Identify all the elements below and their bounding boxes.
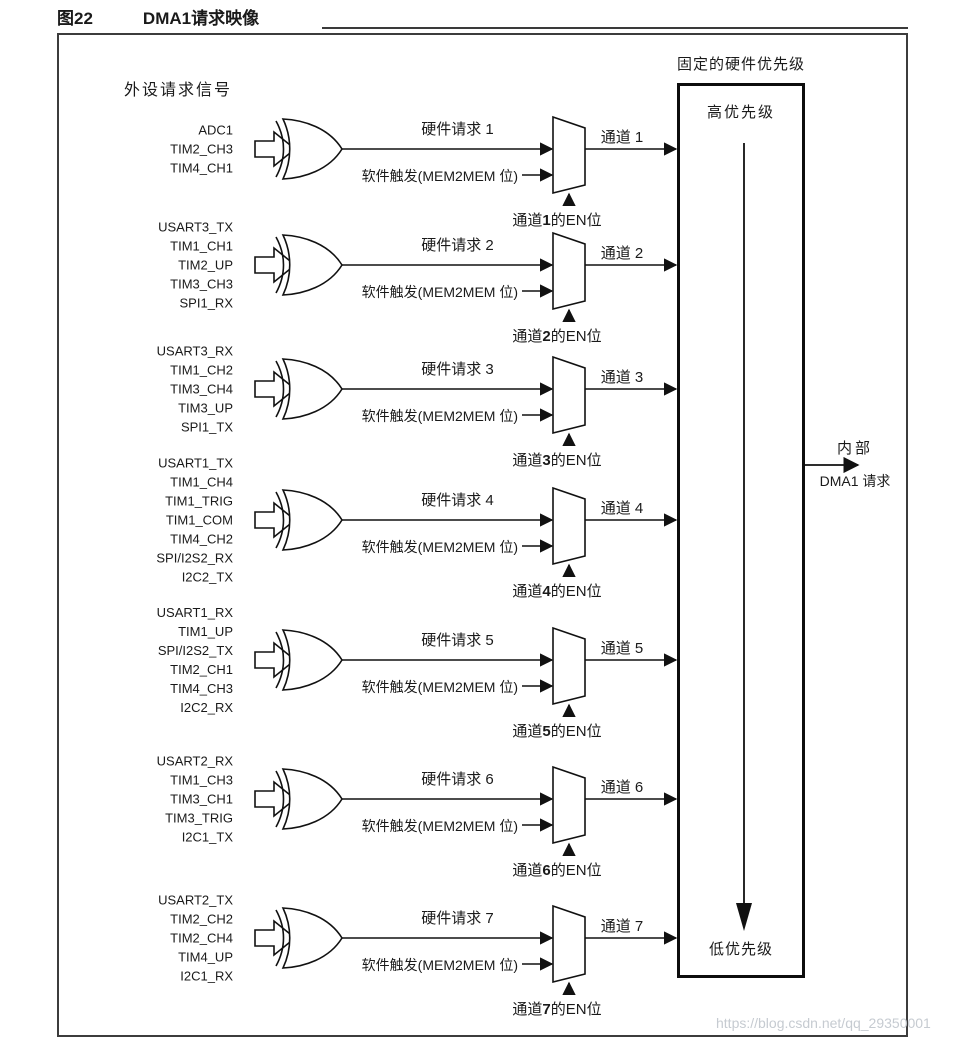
signal-label: TIM2_CH1 [170, 662, 233, 677]
signal-label: TIM1_CH2 [170, 362, 233, 378]
signal-label: TIM1_CH3 [170, 772, 233, 788]
sw-trigger-label: 软件触发(MEM2MEM 位) [361, 679, 518, 695]
signal-label: TIM3_UP [178, 400, 233, 416]
sw-trigger-label: 软件触发(MEM2MEM 位) [361, 168, 518, 184]
sw-trigger-label: 软件触发(MEM2MEM 位) [361, 957, 518, 973]
sw-trigger-label: 软件触发(MEM2MEM 位) [361, 539, 518, 555]
signal-label: I2C1_TX [181, 829, 233, 845]
signal-label: TIM4_UP [178, 949, 233, 965]
signal-label: USART1_TX [158, 455, 233, 471]
en-bit-label: 通道2的EN位 [512, 328, 602, 345]
signal-label: TIM3_CH4 [170, 381, 233, 397]
dma1-request-label: DMA1 请求 [819, 473, 891, 489]
signal-label: TIM4_CH3 [170, 681, 233, 696]
hw-request-label: 硬件请求 4 [421, 492, 494, 509]
signal-label: TIM4_CH2 [170, 531, 233, 547]
peripheral-signals-header: 外设请求信号 [124, 82, 233, 99]
hw-request-label: 硬件请求 2 [421, 237, 494, 254]
signal-label: I2C2_RX [180, 700, 233, 715]
signal-label: USART3_TX [158, 219, 233, 235]
channel-output-label: 通道 1 [600, 129, 644, 146]
sw-trigger-label: 软件触发(MEM2MEM 位) [361, 408, 518, 424]
channel-output-label: 通道 6 [600, 779, 644, 796]
channel-output-label: 通道 4 [600, 500, 644, 517]
watermark-text: https://blog.csdn.net/qq_29350001 [716, 1015, 931, 1031]
signal-label: TIM2_UP [178, 257, 233, 273]
signal-list: USART2_RX TIM1_CH3 TIM3_CH1 TIM3_TRIG I2… [90, 752, 233, 847]
signal-label: SPI/I2S2_TX [157, 643, 233, 658]
signal-label: TIM1_COM [165, 512, 233, 528]
channel-output-label: 通道 5 [600, 640, 644, 657]
signal-list: USART1_RX TIM1_UP SPI/I2S2_TX TIM2_CH1 T… [90, 603, 233, 717]
low-priority-label: 低优先级 [708, 941, 773, 958]
signal-label: TIM1_UP [178, 624, 233, 639]
signal-list: USART3_TX TIM1_CH1 TIM2_UP TIM3_CH3 SPI1… [90, 218, 233, 313]
signal-list: USART3_RX TIM1_CH2 TIM3_CH4 TIM3_UP SPI1… [90, 342, 233, 437]
signal-label: I2C2_TX [181, 569, 233, 585]
signal-label: SPI/I2S2_RX [156, 550, 233, 566]
en-bit-label: 通道6的EN位 [512, 862, 602, 879]
en-bit-label: 通道7的EN位 [512, 1001, 602, 1018]
signal-label: USART3_RX [156, 343, 233, 359]
high-priority-label: 高优先级 [706, 104, 775, 121]
signal-label: TIM1_CH4 [170, 474, 233, 490]
signal-list: USART1_TX TIM1_CH4 TIM1_TRIG TIM1_COM TI… [90, 454, 233, 587]
channel-output-label: 通道 7 [600, 918, 644, 935]
en-bit-label: 通道5的EN位 [512, 723, 602, 740]
caption-rule [322, 27, 908, 29]
signal-list: ADC1 TIM2_CH3 TIM4_CH1 [90, 121, 233, 178]
channel-output-label: 通道 2 [600, 245, 644, 262]
signal-label: USART2_RX [156, 753, 233, 769]
figure-number: 图22 [57, 9, 93, 28]
figure-border [57, 33, 908, 1037]
signal-label: TIM2_CH2 [170, 911, 233, 927]
signal-label: SPI1_RX [179, 295, 233, 311]
signal-label: TIM3_CH1 [170, 791, 233, 807]
signal-label: I2C1_RX [180, 968, 233, 984]
figure-caption: 图22 DMA1请求映像 [57, 4, 259, 29]
internal-label: 内部 [836, 440, 873, 457]
signal-label: SPI1_TX [180, 419, 233, 435]
channel-output-label: 通道 3 [600, 369, 644, 386]
signal-label: TIM1_CH1 [170, 238, 233, 254]
hw-request-label: 硬件请求 7 [421, 910, 494, 927]
hw-request-label: 硬件请求 3 [421, 361, 494, 378]
signal-list: USART2_TX TIM2_CH2 TIM2_CH4 TIM4_UP I2C1… [90, 891, 233, 986]
sw-trigger-label: 软件触发(MEM2MEM 位) [361, 818, 518, 834]
signal-label: TIM1_TRIG [165, 493, 233, 509]
fixed-priority-header: 固定的硬件优先级 [676, 56, 805, 73]
signal-label: ADC1 [198, 122, 233, 138]
signal-label: USART1_RX [156, 605, 233, 620]
signal-label: TIM4_CH1 [170, 160, 233, 176]
signal-label: TIM3_CH3 [170, 276, 233, 292]
hw-request-label: 硬件请求 5 [421, 632, 494, 649]
signal-label: TIM2_CH3 [170, 141, 233, 157]
en-bit-label: 通道4的EN位 [512, 583, 602, 600]
figure-title: DMA1请求映像 [142, 9, 260, 28]
hw-request-label: 硬件请求 6 [421, 771, 494, 788]
signal-label: USART2_TX [158, 892, 233, 908]
signal-label: TIM3_TRIG [165, 810, 233, 826]
en-bit-label: 通道1的EN位 [512, 212, 602, 229]
sw-trigger-label: 软件触发(MEM2MEM 位) [361, 284, 518, 300]
signal-label: TIM2_CH4 [170, 930, 233, 946]
hw-request-label: 硬件请求 1 [421, 121, 494, 138]
priority-arbiter-box [677, 83, 805, 978]
en-bit-label: 通道3的EN位 [512, 452, 602, 469]
